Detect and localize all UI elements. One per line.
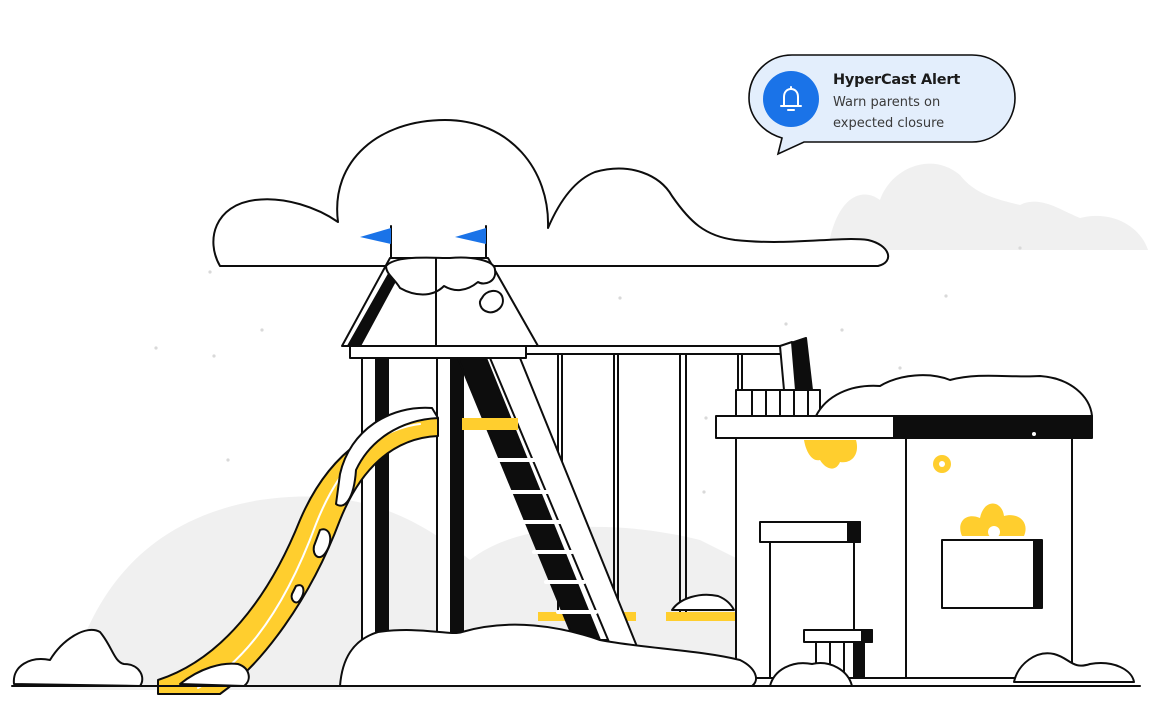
slide xyxy=(157,406,439,695)
alert-message-line1: Warn parents on xyxy=(833,95,941,110)
bell-icon xyxy=(780,86,802,111)
cloud xyxy=(212,119,890,267)
snow-mounds xyxy=(12,623,1135,687)
alert-text-block: HyperCast Alert Warn parents on expected… xyxy=(833,71,1003,134)
tower-roof xyxy=(341,256,539,359)
alert-title: HyperCast Alert xyxy=(833,72,961,88)
alert-bubble-shape xyxy=(748,54,1016,156)
playhouse xyxy=(715,337,1093,679)
flags xyxy=(360,225,487,263)
hypercast-alert-bubble[interactable]: HyperCast Alert Warn parents on expected… xyxy=(748,54,1016,156)
alert-icon-circle xyxy=(763,71,819,127)
flower-decorations xyxy=(804,440,1026,538)
alert-message-line2: expected closure xyxy=(833,116,945,131)
ladder xyxy=(457,357,641,655)
alert-message: Warn parents on expected closure xyxy=(833,92,1003,134)
